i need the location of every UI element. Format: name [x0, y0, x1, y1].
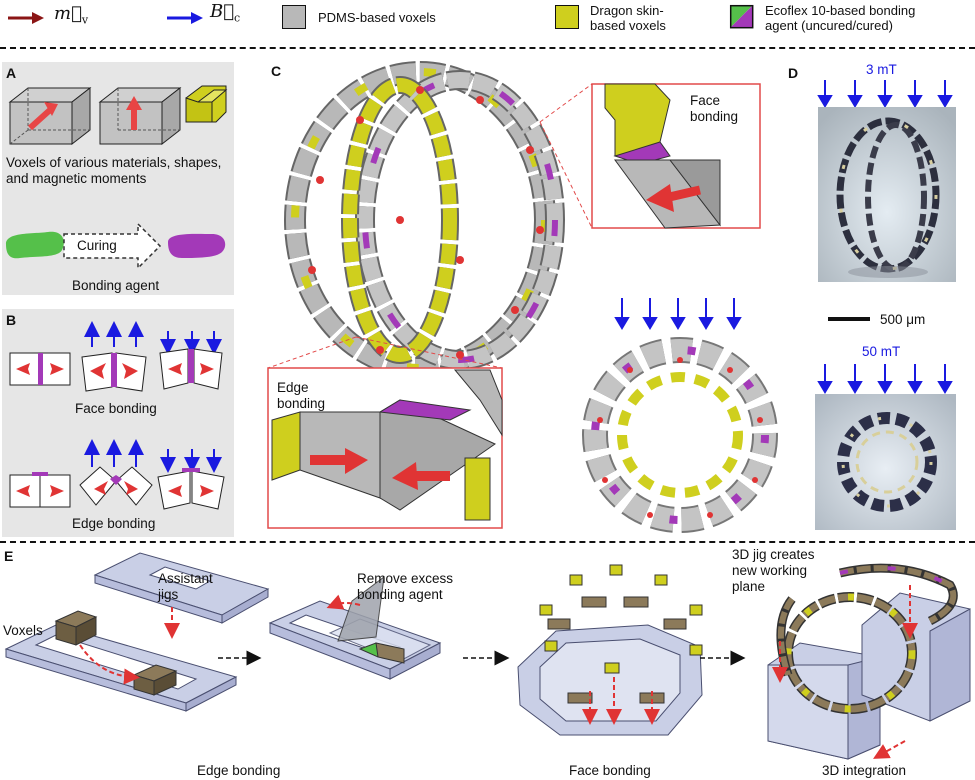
face-bond-down — [159, 331, 223, 390]
legend-dragon-line1: Dragon skin- — [590, 3, 664, 18]
scale-label: 500 μm — [880, 312, 926, 327]
face-bonding-inset-line2: bonding — [690, 109, 739, 124]
pdms-swatch — [282, 5, 306, 29]
assistant-jigs-line1: Assistant — [158, 571, 213, 586]
panel-a-caption-line1: Voxels of various materials, shapes, — [6, 155, 222, 170]
remove-excess-line1: Remove excess — [357, 571, 454, 586]
jig-note-line3: plane — [732, 579, 766, 594]
step3-platform — [517, 564, 703, 736]
curing-arrow — [63, 222, 162, 270]
edge-bond-down — [157, 449, 225, 510]
field-high-label: 50 mT — [862, 344, 901, 359]
cage-moment-arrows — [308, 86, 544, 359]
scale-bar — [828, 317, 870, 321]
field-arrows-low — [817, 80, 953, 108]
legend-divider — [0, 47, 975, 49]
panel-a-caption-line2: and magnetic moments — [6, 171, 147, 186]
field-arrows-c — [614, 298, 742, 330]
panel-c-illustration — [267, 61, 778, 533]
jig-note-line1: 3D jig creates — [732, 547, 815, 562]
cage-structure — [284, 61, 565, 379]
panel-a: A Voxels of various materials, sh — [2, 62, 234, 295]
legend-field-label: B⃗c — [210, 1, 241, 25]
field-arrow-icon — [167, 12, 203, 24]
remove-excess-line2: bonding agent — [357, 587, 443, 602]
panel-a-label: A — [6, 65, 17, 81]
section-divider — [0, 541, 975, 543]
field-arrows-high — [817, 364, 953, 394]
curing-illustration — [6, 222, 226, 270]
panel-b: B — [2, 309, 234, 537]
step-edge-bonding-label: Edge bonding — [197, 763, 281, 778]
face-bonding-inset-line1: Face — [690, 93, 721, 108]
edge-bond-flat — [9, 472, 71, 508]
step-3d-integration-label: 3D integration — [822, 763, 907, 778]
moment-arrow-icon — [8, 12, 44, 24]
edge-bonding-inset-art — [271, 369, 503, 521]
bonding-schematics — [9, 321, 225, 510]
step4-integration — [767, 563, 971, 760]
step2-jig — [268, 575, 442, 680]
uncured-agent-blob — [6, 231, 64, 259]
legend-ecoflex-line2: agent (uncured/cured) — [765, 18, 893, 33]
step-face-bonding-label: Face bonding — [569, 763, 651, 778]
legend-ecoflex-line1: Ecoflex 10-based bonding — [765, 3, 916, 18]
assistant-jigs-line2: jigs — [158, 587, 179, 602]
field-low-label: 3 mT — [866, 62, 897, 77]
dragon-swatch — [555, 5, 579, 29]
curing-label: Curing — [77, 238, 117, 253]
voxel-box-2 — [98, 86, 182, 146]
edge-bonding-inset-line1: Edge — [277, 380, 309, 395]
cured-agent-blob — [168, 233, 226, 258]
panel-b-label: B — [6, 312, 17, 328]
face-bonding-inset-art — [604, 83, 721, 229]
legend-pdms-label: PDMS-based voxels — [318, 10, 436, 25]
edge-bonding-inset-line2: bonding — [277, 396, 326, 411]
star-moment-arrows — [597, 357, 763, 518]
panel-e-label: E — [4, 548, 14, 564]
voxel-samples — [8, 85, 228, 146]
panel-c-label: C — [271, 63, 282, 79]
ecoflex-swatch — [729, 4, 754, 29]
face-bond-up — [81, 321, 147, 392]
panel-d-label: D — [788, 65, 799, 81]
step1-jigs — [4, 552, 270, 712]
panel-e-illustration — [4, 552, 971, 760]
voxel-box-1 — [8, 86, 92, 146]
photo-50mt — [815, 394, 956, 530]
face-bond-flat — [9, 352, 71, 386]
bonding-agent-label: Bonding agent — [72, 278, 160, 293]
face-bonding-label: Face bonding — [75, 401, 157, 416]
voxels-label: Voxels — [3, 623, 43, 638]
jig-note-line2: new working — [732, 563, 808, 578]
photo-3mt — [818, 107, 956, 282]
edge-bonding-label: Edge bonding — [72, 516, 156, 531]
star-structure — [582, 337, 778, 533]
legend-moment-label: m⃗v — [54, 3, 89, 27]
legend-dragon-line2: based voxels — [590, 18, 666, 33]
voxel-yellow-shape — [185, 85, 228, 123]
edge-bond-up — [79, 439, 153, 506]
